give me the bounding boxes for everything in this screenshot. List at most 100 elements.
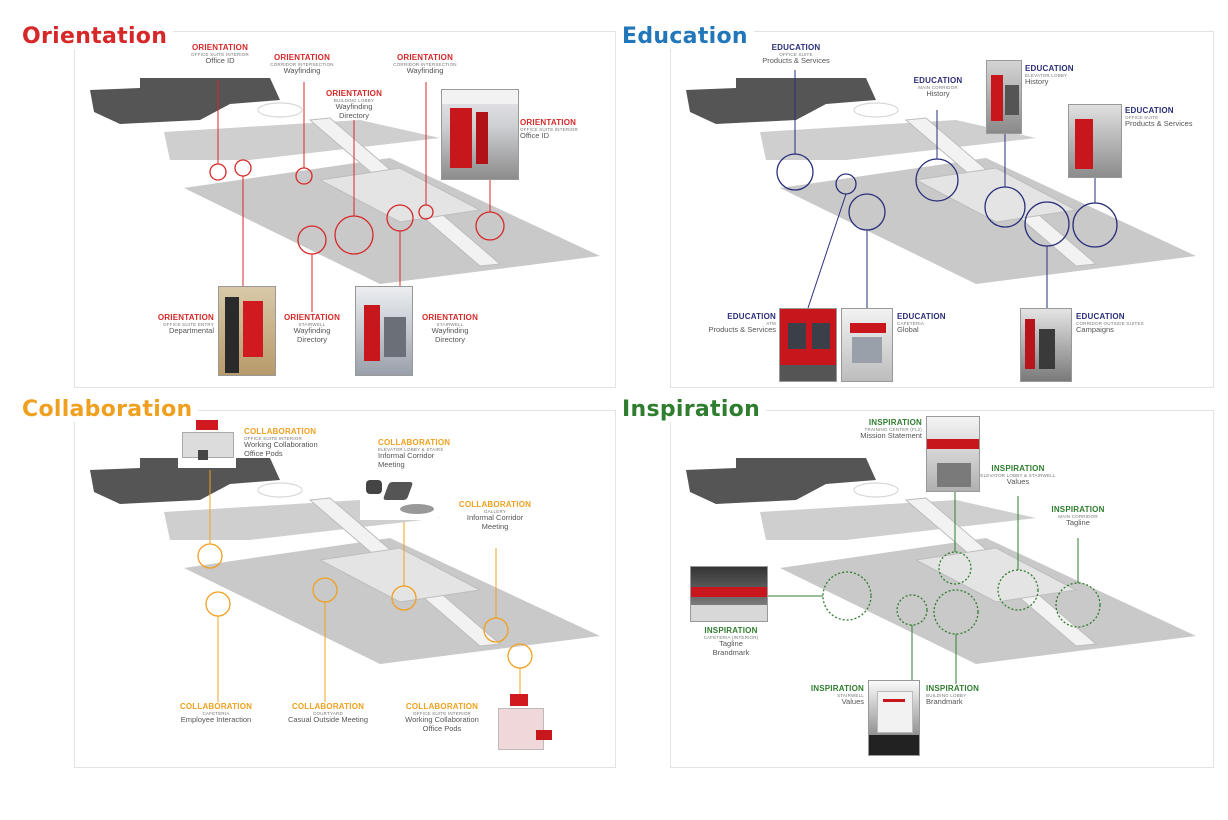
label-heading: INSPIRATION bbox=[991, 464, 1045, 473]
label-name: Campaigns bbox=[1076, 325, 1114, 335]
education-label-atm: EDUCATION ATM Products & Services bbox=[690, 312, 776, 335]
collaboration-label-gallery: COLLABORATION GALLERY Informal Corridor … bbox=[450, 500, 540, 532]
label-location: BUILDING LOBBY bbox=[333, 98, 375, 104]
label-location: OFFICE SUITE INTERIOR bbox=[413, 711, 471, 717]
label-heading: INSPIRATION bbox=[810, 684, 864, 693]
label-location: ELEVATOR LOBBY bbox=[1025, 73, 1068, 79]
label-location: STAIRWELL bbox=[298, 322, 326, 328]
label-heading: INSPIRATION bbox=[868, 418, 922, 427]
label-name: Mission Statement bbox=[860, 431, 922, 441]
orientation-label-lobby-wayfinding: ORIENTATION BUILDING LOBBY Wayfinding Di… bbox=[314, 89, 394, 121]
label-name: Values bbox=[1006, 477, 1030, 487]
label-location: OFFICE SUITE bbox=[1125, 115, 1159, 121]
education-label-products-2: EDUCATION OFFICE SUITE Products & Servic… bbox=[1125, 106, 1211, 129]
education-label-global: EDUCATION CAFETERIA Global bbox=[897, 312, 977, 335]
education-photo-corridor bbox=[1020, 308, 1072, 382]
orientation-label-stairwell-1: ORIENTATION STAIRWELL Wayfinding Directo… bbox=[272, 313, 352, 345]
label-name: Wayfinding bbox=[283, 66, 321, 76]
orientation-label-departmental: ORIENTATION OFFICE SUITE ENTRY Departmen… bbox=[132, 313, 214, 336]
label-name: Global bbox=[897, 325, 919, 335]
label-name-2: Office Pods bbox=[244, 448, 283, 458]
label-location: CAFETERIA (INTERIOR) bbox=[703, 635, 759, 641]
label-heading: EDUCATION bbox=[1076, 312, 1125, 321]
inspiration-label-mission: INSPIRATION TRAINING CENTER (FL2) Missio… bbox=[836, 418, 922, 441]
label-name: Working Collaboration bbox=[244, 440, 318, 450]
label-location: GALLERY bbox=[483, 509, 507, 515]
label-heading: EDUCATION bbox=[1125, 106, 1174, 115]
label-name-2: Meeting bbox=[378, 459, 405, 469]
collaboration-photo-corridor-seating bbox=[360, 474, 438, 520]
label-name: Brandmark bbox=[926, 697, 963, 707]
label-heading: ORIENTATION bbox=[421, 313, 479, 322]
label-name: History bbox=[1025, 77, 1049, 87]
inspiration-label-values-1: INSPIRATION ELEVATOR LOBBY & STAIRWELL V… bbox=[978, 464, 1058, 487]
orientation-photo-office-id bbox=[441, 89, 519, 180]
collaboration-photo-office-pod bbox=[178, 420, 236, 468]
label-name: Products & Services bbox=[708, 325, 776, 335]
label-heading: COLLABORATION bbox=[458, 500, 532, 509]
inspiration-photo-mission bbox=[926, 416, 980, 492]
label-heading: INSPIRATION bbox=[926, 684, 980, 693]
education-photo-elevator-lobby bbox=[986, 60, 1022, 134]
label-name: Employee Interaction bbox=[180, 715, 252, 725]
education-label-campaigns: EDUCATION CORRIDOR OUTSIDE SUITES Campai… bbox=[1076, 312, 1166, 335]
label-heading: INSPIRATION bbox=[1051, 505, 1105, 514]
label-name: Wayfinding bbox=[406, 66, 444, 76]
orientation-photo-stairwell bbox=[355, 286, 413, 376]
label-name: Wayfinding bbox=[431, 326, 469, 336]
education-photo-atm bbox=[779, 308, 837, 382]
orientation-label-wayfinding-2: ORIENTATION CORRIDOR INTERSECTION Wayfin… bbox=[385, 53, 465, 76]
label-heading: ORIENTATION bbox=[283, 313, 341, 322]
label-location: TRAINING CENTER (FL2) bbox=[864, 427, 922, 433]
label-name-2: Directory bbox=[338, 110, 369, 120]
education-photo-cafeteria bbox=[841, 308, 893, 382]
label-location: CAFETERIA bbox=[897, 321, 925, 327]
inspiration-label-cafeteria: INSPIRATION CAFETERIA (INTERIOR) Tagline… bbox=[692, 626, 770, 658]
inspiration-title: Inspiration bbox=[622, 397, 767, 422]
orientation-photo-departmental bbox=[218, 286, 276, 376]
label-name-2: Directory bbox=[434, 334, 465, 344]
label-location: CORRIDOR OUTSIDE SUITES bbox=[1076, 321, 1144, 327]
collaboration-label-office-pods-1: COLLABORATION OFFICE SUITE INTERIOR Work… bbox=[244, 427, 344, 459]
inspiration-photo-cafeteria bbox=[690, 566, 768, 622]
label-name: Working Collaboration bbox=[405, 715, 479, 725]
orientation-label-office-id-2: ORIENTATION OFFICE SUITE INTERIOR Office… bbox=[520, 118, 600, 141]
education-label-history-2: EDUCATION ELEVATOR LOBBY History bbox=[1025, 64, 1105, 87]
label-name: Wayfinding bbox=[335, 102, 373, 112]
label-name: Informal Corridor bbox=[378, 451, 435, 461]
inspiration-label-values-2: INSPIRATION STAIRWELL Values bbox=[790, 684, 864, 707]
label-location: COURTYARD bbox=[313, 711, 343, 717]
label-name: Office ID bbox=[205, 56, 235, 66]
label-heading: COLLABORATION bbox=[179, 702, 253, 711]
collaboration-label-courtyard: COLLABORATION COURTYARD Casual Outside M… bbox=[276, 702, 380, 725]
label-location: OFFICE SUITE INTERIOR bbox=[520, 127, 578, 133]
label-heading: ORIENTATION bbox=[191, 43, 249, 52]
label-heading: INSPIRATION bbox=[704, 626, 758, 635]
label-name: Departmental bbox=[168, 326, 214, 336]
label-name: Wayfinding bbox=[293, 326, 331, 336]
label-name: Informal Corridor bbox=[466, 513, 524, 523]
label-heading: COLLABORATION bbox=[378, 438, 451, 447]
label-name: Products & Services bbox=[1125, 119, 1193, 129]
label-location: ELEVATOR LOBBY & STAIRWELL bbox=[980, 473, 1056, 479]
inspiration-label-tagline-1: INSPIRATION MAIN CORRIDOR Tagline bbox=[1038, 505, 1118, 528]
label-location: MAIN CORRIDOR bbox=[1058, 514, 1098, 520]
label-name: Values bbox=[841, 697, 864, 707]
label-heading: EDUCATION bbox=[1025, 64, 1074, 73]
collaboration-label-office-pods-2: COLLABORATION OFFICE SUITE INTERIOR Work… bbox=[392, 702, 492, 734]
label-heading: ORIENTATION bbox=[520, 118, 577, 127]
label-location: OFFICE SUITE ENTRY bbox=[162, 322, 214, 328]
label-name-2: Office Pods bbox=[422, 723, 462, 733]
collaboration-label-corridor-1: COLLABORATION ELEVATOR LOBBY & STAIRS In… bbox=[378, 438, 468, 470]
label-location: OFFICE SUITE bbox=[779, 52, 813, 58]
collaboration-title: Collaboration bbox=[22, 397, 199, 422]
label-location: CAFETERIA bbox=[202, 711, 230, 717]
label-heading: COLLABORATION bbox=[405, 702, 479, 711]
label-name-2: Meeting bbox=[481, 521, 509, 531]
orientation-label-stairwell-2: ORIENTATION STAIRWELL Wayfinding Directo… bbox=[410, 313, 490, 345]
orientation-label-wayfinding-1: ORIENTATION CORRIDOR INTERSECTION Wayfin… bbox=[262, 53, 342, 76]
education-photo-office-suite bbox=[1068, 104, 1122, 178]
label-location: OFFICE SUITE INTERIOR bbox=[244, 436, 302, 442]
inspiration-label-brandmark: INSPIRATION BUILDING LOBBY Brandmark bbox=[926, 684, 1006, 707]
label-name: Tagline bbox=[719, 639, 743, 649]
